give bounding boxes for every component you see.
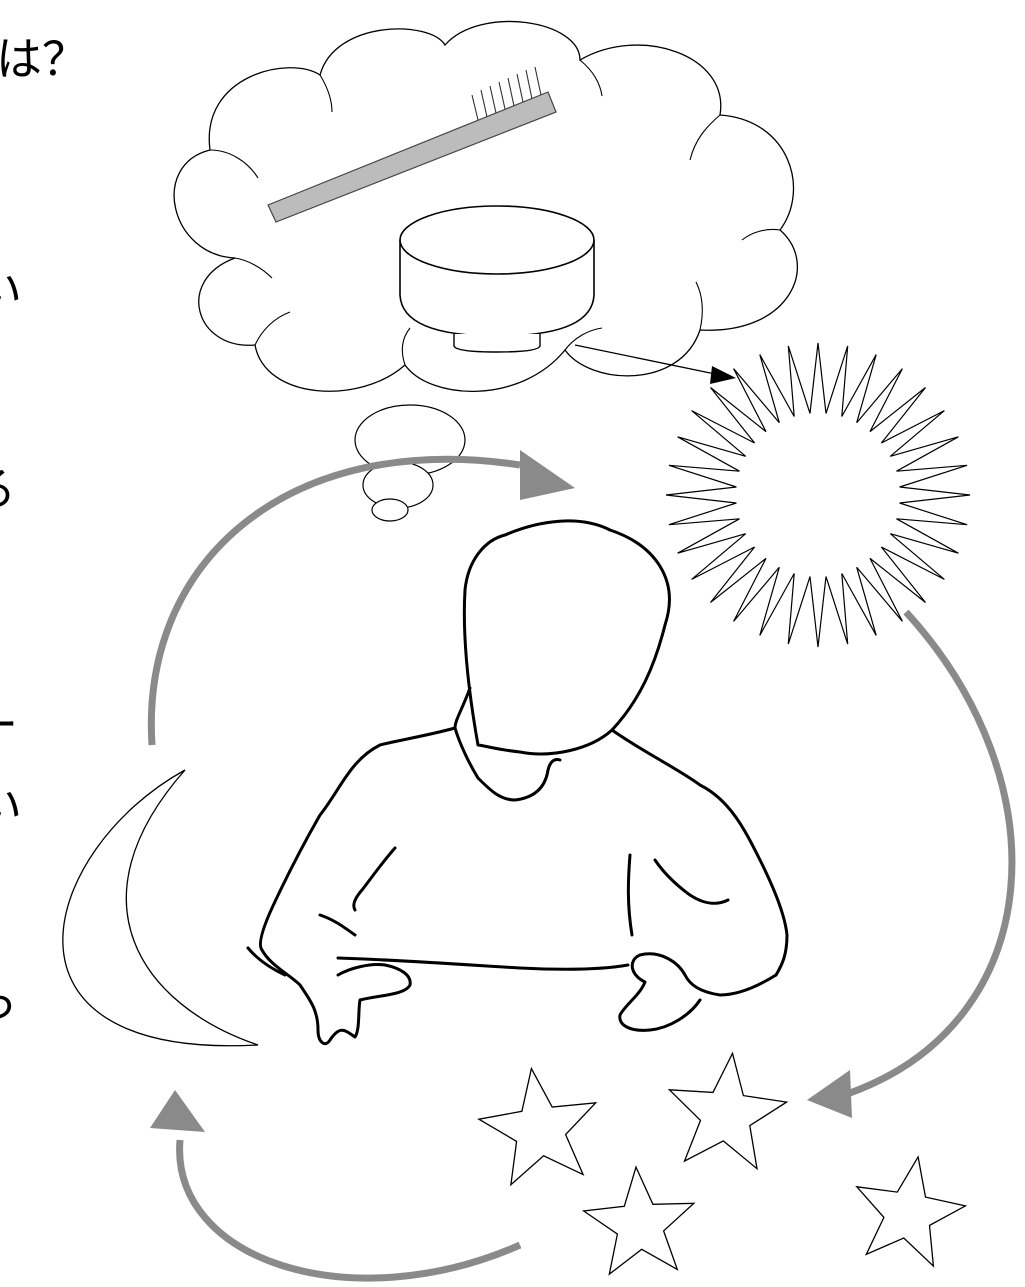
person-icon [248,521,787,1044]
star-icon-4 [857,1157,966,1266]
star-icon-2 [669,1053,786,1168]
stars-icon [479,1053,966,1274]
star-icon-1 [479,1069,596,1185]
star-icon-3 [584,1167,694,1274]
cycle-arrow-icon [150,450,1012,1278]
sunburst-icon [666,343,970,647]
moon-icon [63,770,258,1046]
